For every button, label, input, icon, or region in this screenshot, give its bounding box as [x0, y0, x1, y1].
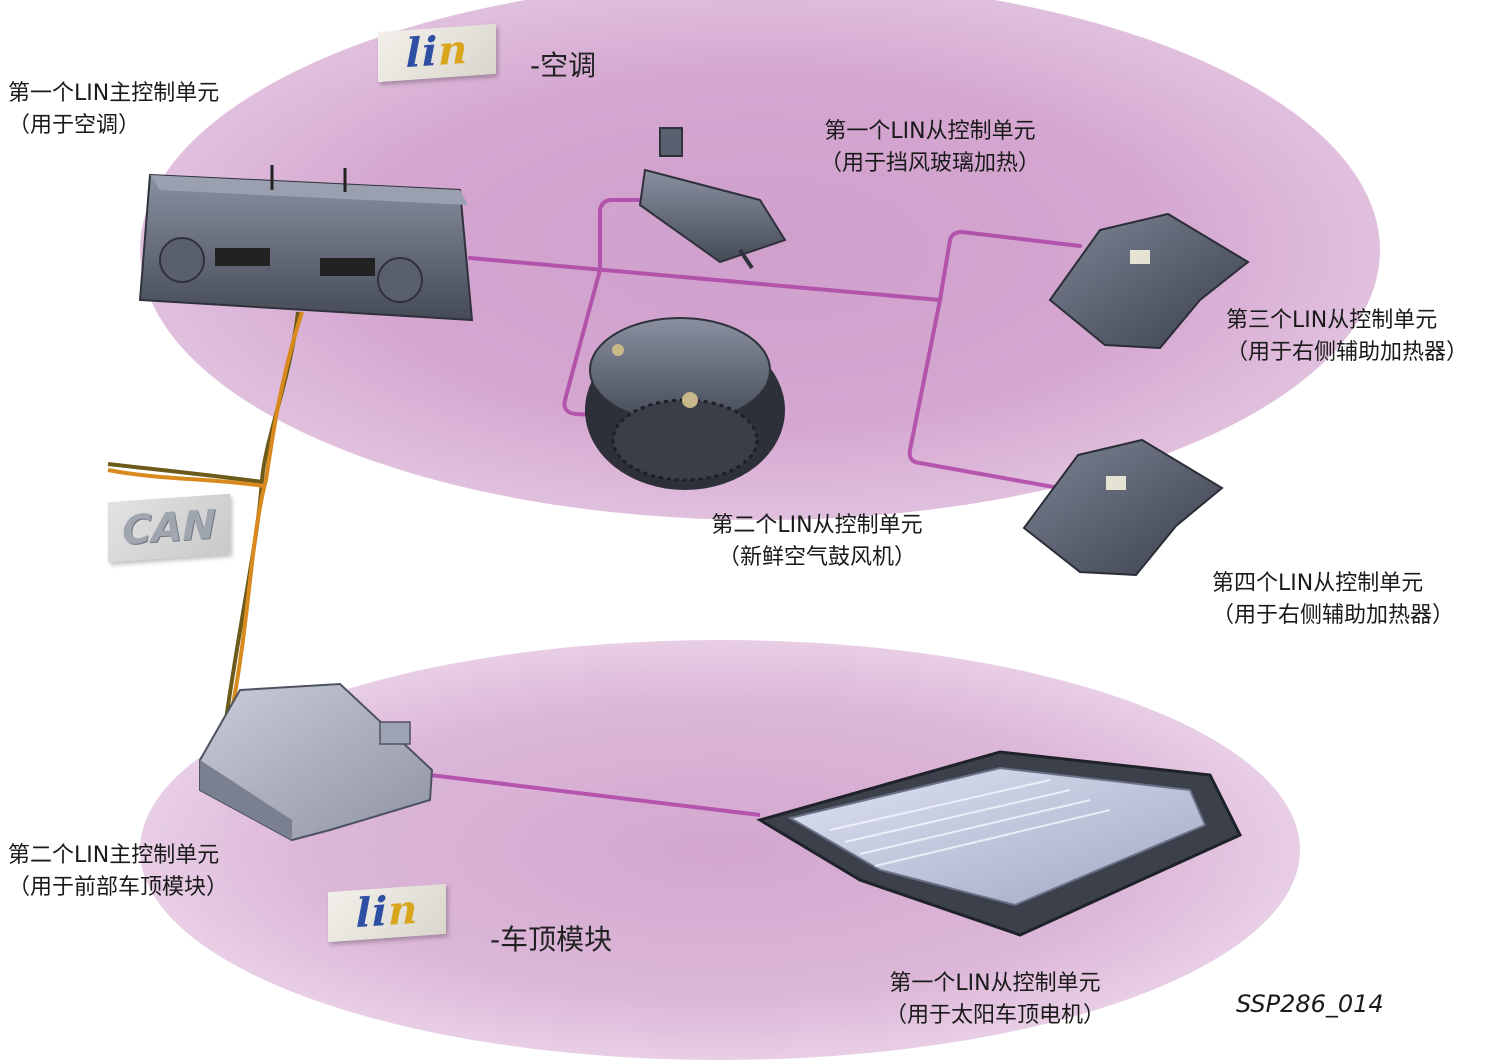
auxiliary-heater-4-image [1022, 438, 1224, 577]
climate-control-unit-image [138, 165, 474, 322]
lin-logo-ac: lin [378, 23, 496, 83]
master2-label: 第二个LIN主控制单元 （用于前部车顶模块） [8, 840, 228, 904]
slave2-blower-subtitle: （新鲜空气鼓风机） [717, 545, 916, 570]
sunroof-motor-frame-image [756, 750, 1243, 937]
slave4-heater-subtitle: （用于右侧辅助加热器） [1212, 603, 1455, 628]
slave3-heater-title: 第三个LIN从控制单元 [1226, 308, 1438, 333]
ac-group-tag: -空调 [530, 49, 597, 82]
slave4-heater-title: 第四个LIN从控制单元 [1212, 571, 1424, 596]
master2-subtitle: （用于前部车顶模块） [8, 875, 229, 900]
can-bus-wire [107, 311, 304, 721]
fresh-air-blower-image [585, 317, 785, 490]
lin-logo-text: lin [355, 885, 419, 938]
slave2-blower-title: 第二个LIN从控制单元 [711, 513, 923, 538]
slave3-heater-subtitle: （用于右侧辅助加热器） [1226, 340, 1469, 365]
windshield-heating-module-image [638, 127, 787, 270]
lin-logo-text: lin [405, 25, 469, 78]
master1-subtitle: （用于空调） [8, 113, 141, 138]
lin-logo-roof: lin [328, 883, 446, 943]
slave-sunroof-title: 第一个LIN从控制单元 [889, 971, 1101, 996]
roof-group-tag: -车顶模块 [490, 923, 613, 956]
master2-title: 第二个LIN主控制单元 [8, 843, 220, 868]
slave4-heater-label: 第四个LIN从控制单元 （用于右侧辅助加热器） [1212, 568, 1454, 632]
auxiliary-heater-3-image [1048, 212, 1250, 350]
slave3-heater-label: 第三个LIN从控制单元 （用于右侧辅助加热器） [1226, 305, 1468, 369]
slave-sunroof-label: 第一个LIN从控制单元 （用于太阳车顶电机） [860, 968, 1130, 1032]
network-diagram [107, 127, 1250, 937]
lin-wire-roof [429, 773, 761, 817]
slave1-windshield-label: 第一个LIN从控制单元 （用于挡风玻璃加热） [790, 116, 1070, 180]
slave1-windshield-subtitle: （用于挡风玻璃加热） [819, 151, 1040, 176]
lin-wires-ac [468, 198, 1082, 492]
master1-title: 第一个LIN主控制单元 [8, 81, 220, 106]
slave1-windshield-title: 第一个LIN从控制单元 [824, 119, 1036, 144]
slave2-blower-label: 第二个LIN从控制单元 （新鲜空气鼓风机） [682, 510, 952, 574]
can-logo: CAN [108, 493, 230, 563]
front-roof-module-image [199, 682, 434, 842]
slave-sunroof-subtitle: （用于太阳车顶电机） [884, 1003, 1105, 1028]
master1-label: 第一个LIN主控制单元 （用于空调） [8, 78, 219, 142]
image-code: SSP286_014 [1236, 990, 1384, 1018]
